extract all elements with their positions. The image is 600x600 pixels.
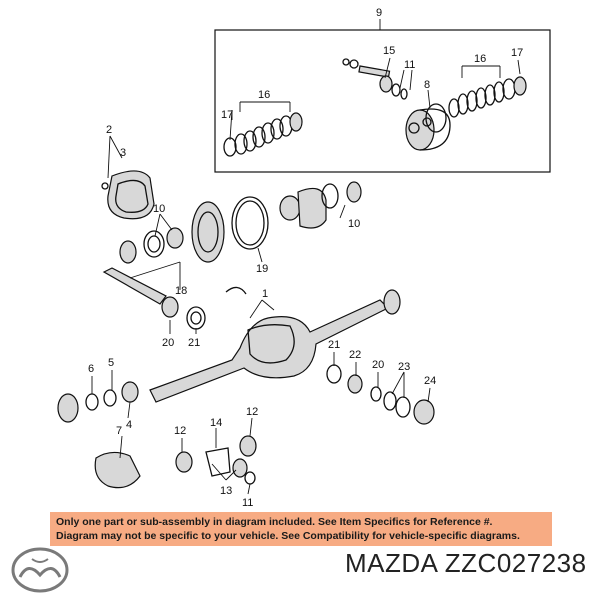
callout-10-left: 10 bbox=[153, 203, 165, 215]
exploded-parts-diagram: 9 15 11 16 17 8 16 17 2 3 10 10 19 18 1 … bbox=[57, 7, 551, 509]
callout-12-left: 12 bbox=[174, 425, 186, 437]
axle-housing bbox=[149, 289, 401, 403]
callout-24: 24 bbox=[424, 375, 436, 387]
callout-21-left: 21 bbox=[188, 337, 200, 349]
callout-16-left: 16 bbox=[258, 89, 270, 101]
left-axle-parts bbox=[57, 381, 141, 489]
inset-pinion-shaft bbox=[342, 58, 408, 100]
notice-banner: Only one part or sub-assembly in diagram… bbox=[50, 512, 552, 546]
callout-5: 5 bbox=[108, 357, 114, 369]
callout-1: 1 bbox=[262, 288, 268, 300]
differential-carrier bbox=[279, 181, 362, 229]
mazda-logo-icon bbox=[11, 547, 69, 593]
callout-7: 7 bbox=[116, 425, 122, 437]
inset-box bbox=[214, 29, 551, 173]
callout-13: 13 bbox=[220, 485, 232, 497]
differential-cover bbox=[101, 170, 155, 220]
callout-3: 3 bbox=[120, 147, 126, 159]
callout-11-top: 11 bbox=[404, 59, 415, 71]
callout-17-right: 17 bbox=[511, 47, 523, 59]
callout-8: 8 bbox=[424, 79, 430, 91]
callout-2: 2 bbox=[106, 124, 112, 136]
callout-20-left: 20 bbox=[162, 337, 174, 349]
callout-20-right: 20 bbox=[372, 359, 384, 371]
notice-line-2: Diagram may not be specific to your vehi… bbox=[56, 530, 520, 542]
callout-17-left: 17 bbox=[221, 109, 233, 121]
callout-14: 14 bbox=[210, 417, 222, 429]
callout-6: 6 bbox=[88, 363, 94, 375]
callout-10-right: 10 bbox=[348, 218, 360, 230]
callout-12-right: 12 bbox=[246, 406, 258, 418]
notice-line-1: Only one part or sub-assembly in diagram… bbox=[56, 516, 493, 528]
inset-right-bearing-stack bbox=[448, 76, 527, 118]
callout-23: 23 bbox=[398, 361, 410, 373]
part-number-label: MAZDA ZZC027238 bbox=[345, 548, 587, 578]
callout-15: 15 bbox=[383, 45, 395, 57]
callout-18: 18 bbox=[175, 285, 187, 297]
bottom-hardware bbox=[175, 435, 257, 485]
drive-pinion bbox=[102, 267, 206, 330]
callout-19: 19 bbox=[256, 263, 268, 275]
right-axle-parts bbox=[326, 364, 435, 425]
ring-gear-and-bearings bbox=[119, 196, 269, 264]
callout-4: 4 bbox=[126, 419, 132, 431]
callout-21-right: 21 bbox=[328, 339, 340, 351]
inset-left-bearing-stack bbox=[223, 112, 303, 157]
callout-16-right: 16 bbox=[474, 53, 486, 65]
callout-11-bottom: 11 bbox=[242, 497, 253, 509]
inset-differential-case bbox=[405, 103, 451, 151]
callout-22: 22 bbox=[349, 349, 361, 361]
callout-9: 9 bbox=[376, 7, 382, 19]
